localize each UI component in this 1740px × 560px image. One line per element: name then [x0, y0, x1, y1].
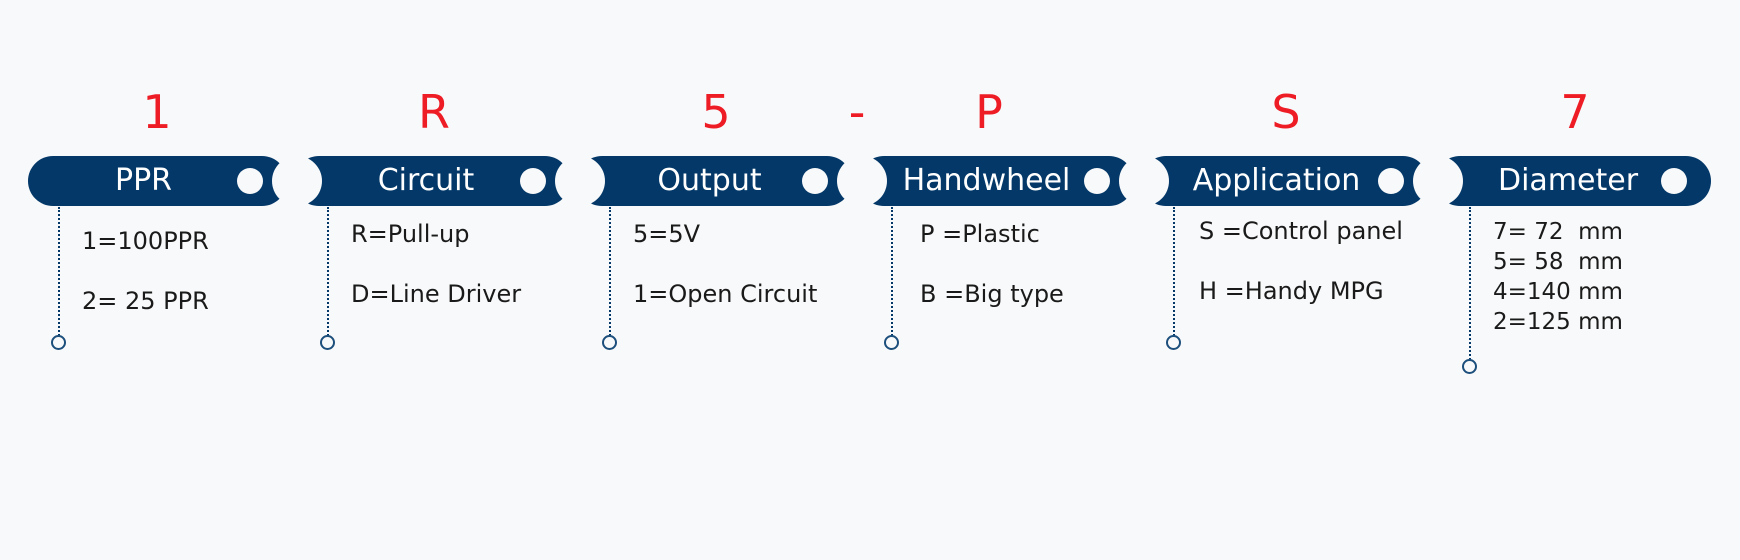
segment-label: Handwheel — [902, 163, 1071, 198]
segment-label: Circuit — [377, 163, 475, 198]
option-item: 5=5V — [633, 220, 701, 248]
connector-end-circle-icon — [1462, 359, 1477, 374]
option-item: P =Plastic — [920, 220, 1040, 248]
option-item: H =Handy MPG — [1199, 277, 1384, 305]
connector-line — [609, 207, 611, 336]
connector-end-circle-icon — [320, 335, 335, 350]
segment-label-pill: Circuit — [294, 156, 570, 206]
circle-dot-icon — [802, 168, 828, 194]
connector-line — [327, 207, 329, 336]
code-separator-dash: - — [848, 85, 866, 139]
connector-line — [58, 207, 60, 336]
code-letter-ppr: 1 — [142, 85, 172, 139]
segment-label-pill: Application — [1141, 156, 1428, 206]
option-item: 7= 72 mm — [1493, 219, 1623, 245]
option-item: 1=Open Circuit — [633, 280, 818, 308]
code-letter-handwheel: P — [975, 85, 1003, 139]
segment-label-pill: Output — [577, 156, 852, 206]
code-letter-circuit: R — [418, 85, 450, 139]
option-item: 2= 25 PPR — [82, 287, 209, 315]
connector-end-circle-icon — [1166, 335, 1181, 350]
connector-line — [1469, 207, 1471, 360]
code-letter-diameter: 7 — [1560, 85, 1590, 139]
connector-end-circle-icon — [51, 335, 66, 350]
segment-label-pill: PPR — [28, 156, 287, 206]
segment-label: PPR — [114, 163, 173, 198]
option-item: R=Pull-up — [351, 220, 470, 248]
option-item: 5= 58 mm — [1493, 249, 1623, 275]
option-item: S =Control panel — [1199, 217, 1403, 245]
circle-dot-icon — [1661, 168, 1687, 194]
segment-label: Application — [1192, 163, 1361, 198]
segment-notch — [1413, 156, 1463, 206]
circle-dot-icon — [520, 168, 546, 194]
connector-end-circle-icon — [602, 335, 617, 350]
code-letter-output: 5 — [701, 85, 731, 139]
segment-notch — [272, 156, 322, 206]
option-item: 4=140 mm — [1493, 279, 1623, 305]
segment-notch — [837, 156, 887, 206]
segment-label-pill: Handwheel — [859, 156, 1134, 206]
option-item: 2=125 mm — [1493, 309, 1623, 335]
option-item: D=Line Driver — [351, 280, 522, 308]
segment-label: Diameter — [1497, 163, 1639, 198]
segment-label-pill: Diameter — [1435, 156, 1711, 206]
circle-dot-icon — [1378, 168, 1404, 194]
connector-line — [891, 207, 893, 336]
segment-notch — [555, 156, 605, 206]
circle-dot-icon — [1084, 168, 1110, 194]
option-item: B =Big type — [920, 280, 1064, 308]
connector-end-circle-icon — [884, 335, 899, 350]
connector-line — [1173, 207, 1175, 336]
option-item: 1=100PPR — [82, 227, 209, 255]
code-letter-application: S — [1271, 85, 1301, 139]
segment-label: Output — [657, 163, 762, 198]
segment-notch — [1119, 156, 1169, 206]
circle-dot-icon — [237, 168, 263, 194]
